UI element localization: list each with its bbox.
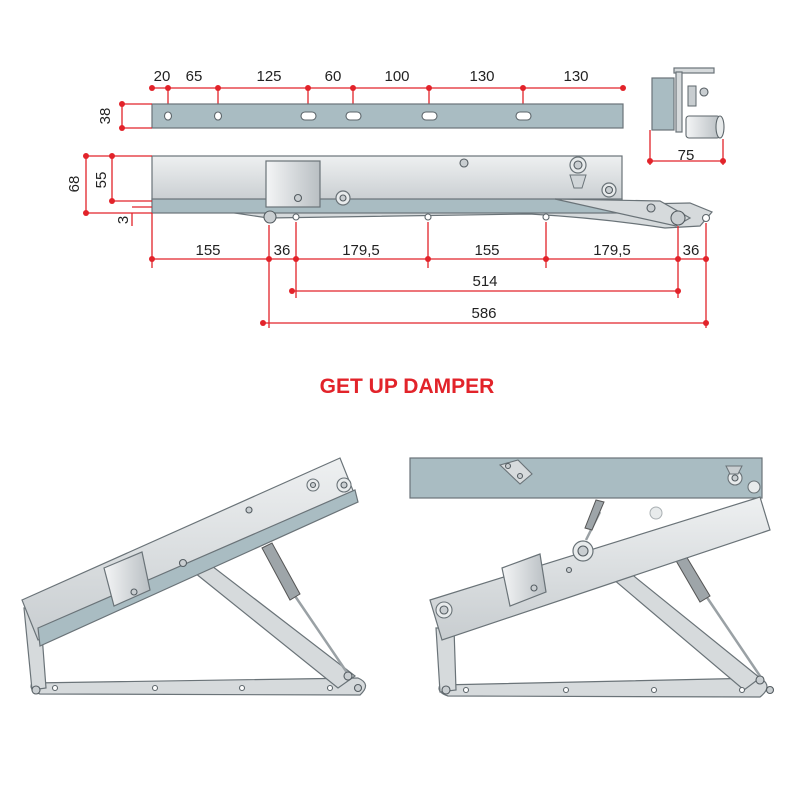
plate-rivet xyxy=(577,545,589,557)
page-title: GET UP DAMPER xyxy=(320,375,495,398)
base-hole xyxy=(562,686,570,694)
bracket-rivet xyxy=(130,588,138,596)
rail-rivet xyxy=(504,462,512,470)
top-dim-label: 130 xyxy=(469,68,494,85)
closed-mechanism xyxy=(151,155,713,229)
bottom-dim-label: 36 xyxy=(683,242,700,259)
arm-hole xyxy=(542,213,550,221)
bracket-rivet xyxy=(530,584,538,592)
bottom-dim-label: 155 xyxy=(474,242,499,259)
base-hole xyxy=(650,686,658,694)
plate-rivet xyxy=(565,566,573,574)
plate-rivet xyxy=(245,506,253,514)
pivot xyxy=(765,685,775,695)
body-rivet xyxy=(339,194,347,202)
plate-rivet xyxy=(439,605,449,615)
plate-rivet xyxy=(340,481,348,489)
left-height-dimensions: 68 55 3 xyxy=(66,153,152,226)
pivot xyxy=(263,210,277,224)
base-hole xyxy=(462,686,470,694)
top-dim-label: 125 xyxy=(256,68,281,85)
rail-height-dimension: 38 xyxy=(97,101,152,131)
rail-height-label: 38 xyxy=(97,108,114,125)
arm-hole xyxy=(292,213,300,221)
bracket-rivet xyxy=(293,193,303,203)
rail-slot xyxy=(421,111,438,121)
pivot xyxy=(343,671,353,681)
pivot xyxy=(441,685,451,695)
height-label: 68 xyxy=(66,176,83,193)
side-view: 75 xyxy=(647,67,726,165)
bottom-dim-label: 179,5 xyxy=(342,242,380,259)
bottom-dimensions: 155 36 179,5 155 179,5 36 514 586 xyxy=(149,213,709,328)
rail-hole xyxy=(213,111,223,121)
rail-slot xyxy=(515,111,532,121)
pivot xyxy=(755,675,765,685)
top-dim-label: 65 xyxy=(186,68,203,85)
arm-hole xyxy=(424,213,432,221)
base-hole xyxy=(151,684,159,692)
body-rivet xyxy=(573,160,583,170)
pivot xyxy=(31,685,41,695)
top-dim-label: 20 xyxy=(154,68,171,85)
bottom-dim-label: 179,5 xyxy=(593,242,631,259)
height-label: 55 xyxy=(93,172,110,189)
rail-hole xyxy=(163,111,173,121)
rail-rivet xyxy=(516,472,524,480)
top-dim-label: 100 xyxy=(384,68,409,85)
plate-rivet xyxy=(309,481,317,489)
base-hole xyxy=(326,684,334,692)
span-inner-label: 514 xyxy=(472,273,497,290)
side-view-width-label: 75 xyxy=(678,147,695,164)
base-hole xyxy=(51,684,59,692)
bottom-dim-label: 36 xyxy=(274,242,291,259)
pivot xyxy=(646,203,656,213)
height-label: 3 xyxy=(115,216,132,224)
body-rivet xyxy=(459,158,469,168)
top-dim-label: 130 xyxy=(563,68,588,85)
open-view-left xyxy=(21,457,367,696)
base-hole xyxy=(738,686,746,694)
rail-slot xyxy=(345,111,362,121)
span-outer-label: 586 xyxy=(471,305,496,322)
arm-hole xyxy=(701,213,711,223)
base-hole xyxy=(238,684,246,692)
plate-rivet xyxy=(178,558,188,568)
body-rivet xyxy=(604,185,614,195)
rail-rivet xyxy=(731,474,739,482)
mounting-rail xyxy=(151,103,624,129)
bottom-dim-label: 155 xyxy=(195,242,220,259)
top-dimension-row: 20 65 125 60 100 130 130 xyxy=(149,68,626,116)
open-view-right xyxy=(409,457,775,698)
top-dim-label: 60 xyxy=(325,68,342,85)
rail-slot xyxy=(300,111,317,121)
pivot xyxy=(670,210,686,226)
pivot xyxy=(353,683,363,693)
